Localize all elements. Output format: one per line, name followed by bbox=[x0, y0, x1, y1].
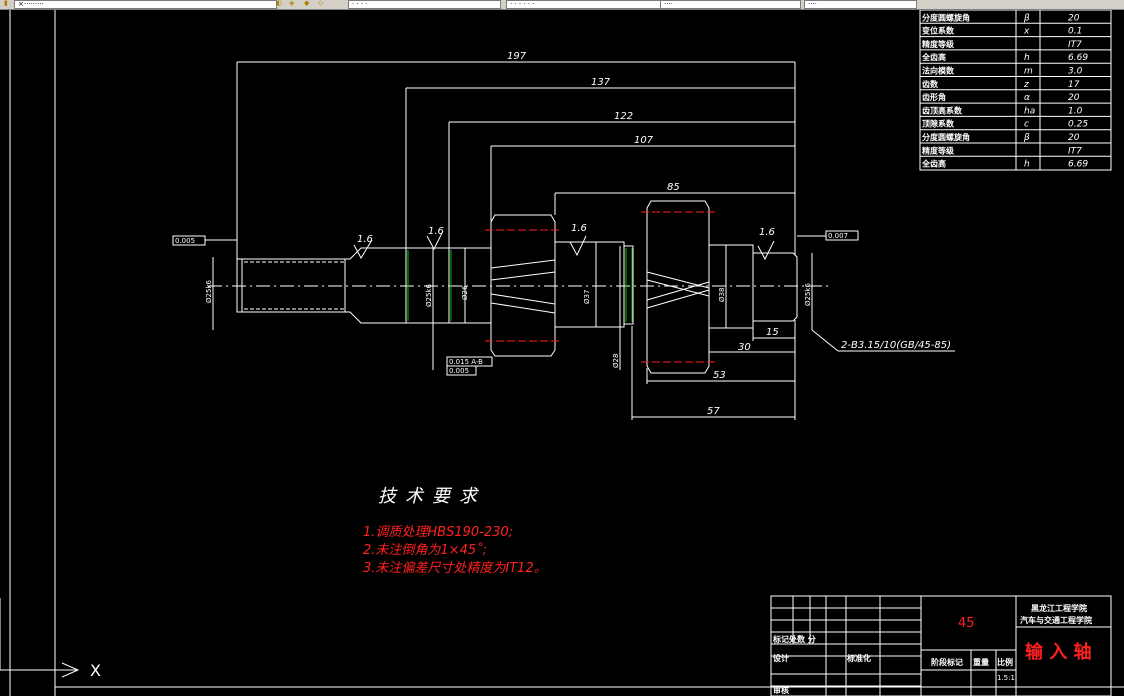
standard-label: 标准化 bbox=[846, 653, 871, 663]
roughness-3: 1.6 bbox=[571, 223, 587, 234]
dia-26: Ø26 bbox=[461, 285, 469, 300]
dia-37: Ø37 bbox=[583, 290, 591, 304]
param-name: 精度等级 bbox=[922, 39, 955, 49]
school-line1: 黑龙江工程学院 bbox=[1031, 603, 1087, 613]
param-name: 法向模数 bbox=[922, 66, 955, 76]
param-value: IT7 bbox=[1068, 40, 1082, 50]
param-symbol: c bbox=[1024, 120, 1029, 130]
review-label: 审核 bbox=[773, 685, 789, 695]
dimension-lines bbox=[212, 61, 955, 420]
param-name: 变位系数 bbox=[922, 26, 955, 36]
param-value: 3.0 bbox=[1068, 67, 1083, 77]
param-symbol: h bbox=[1024, 160, 1030, 170]
material-label: 45 bbox=[958, 616, 975, 631]
param-value: 20 bbox=[1068, 133, 1080, 143]
roughness-4: 1.6 bbox=[759, 227, 775, 238]
drawing-canvas[interactable]: 197 137 122 107 85 57 53 30 15 1.6 1.6 1… bbox=[0, 10, 1124, 696]
param-value: 0.1 bbox=[1068, 27, 1082, 37]
tech-req-2: 2.未注倒角为1×45˚; bbox=[363, 543, 487, 558]
roughness-1: 1.6 bbox=[357, 234, 373, 245]
param-name: 分度圆螺旋角 bbox=[922, 12, 970, 22]
tolerance-mid2: 0.005 bbox=[449, 367, 469, 375]
shaft-outline bbox=[236, 200, 798, 374]
dia-25: Ø25k6 bbox=[425, 284, 433, 307]
dia-28: Ø28 bbox=[612, 354, 620, 368]
ucs-icon bbox=[0, 598, 80, 678]
param-name: 齿顶高系数 bbox=[922, 105, 963, 115]
scale-label: 比例 bbox=[997, 657, 1013, 667]
roughness-symbols bbox=[353, 230, 775, 261]
param-symbol: β bbox=[1023, 13, 1030, 23]
param-name: 精度等级 bbox=[922, 145, 955, 155]
param-name: 全齿高 bbox=[921, 159, 946, 169]
param-value: IT7 bbox=[1068, 146, 1082, 156]
plotstyle-dropdown[interactable]: ···· bbox=[804, 0, 917, 9]
pitch-lines bbox=[485, 211, 716, 363]
gear-parameter-table: 分度圆螺旋角 β 20 变位系数 x 0.1 精度等级 IT7 全齿高 h 6.69 法向模数 m 3.0… bbox=[919, 10, 1112, 171]
layer-prev-icon[interactable]: ◈ bbox=[289, 0, 295, 7]
param-symbol: m bbox=[1024, 67, 1033, 77]
layer-manager-icon[interactable]: ◆ bbox=[304, 0, 310, 7]
param-name: 齿数 bbox=[922, 79, 939, 89]
tolerance-right: 0.007 bbox=[828, 232, 848, 240]
param-name: 齿形角 bbox=[922, 92, 946, 102]
tolerance-mid1: 0.015 A-B bbox=[449, 358, 483, 366]
drawing-frame bbox=[9, 10, 1124, 696]
param-value: 20 bbox=[1068, 93, 1080, 103]
param-symbol: ha bbox=[1024, 106, 1035, 116]
bearing-seat-marks bbox=[407, 248, 633, 322]
dim-30: 30 bbox=[738, 342, 751, 353]
param-name: 顶隙系数 bbox=[922, 119, 955, 129]
dim-122: 122 bbox=[614, 111, 633, 122]
match-layer-icon[interactable]: ◇ bbox=[318, 0, 324, 7]
tolerance-left: 0.005 bbox=[175, 237, 195, 245]
roughness-2: 1.6 bbox=[428, 226, 444, 237]
param-name: 全齿高 bbox=[921, 52, 946, 62]
stage-mark-label: 阶段标记 bbox=[931, 657, 963, 667]
title-block bbox=[770, 595, 1112, 696]
param-symbol: x bbox=[1023, 27, 1030, 37]
dim-197: 197 bbox=[507, 51, 527, 62]
color-dropdown[interactable]: · · · · bbox=[348, 0, 501, 9]
dim-85: 85 bbox=[667, 182, 680, 193]
design-label: 设计 bbox=[773, 653, 789, 663]
lineweight-dropdown[interactable]: ···· bbox=[660, 0, 801, 9]
school-line2: 汽车与交通工程学院 bbox=[1020, 615, 1092, 625]
dim-107: 107 bbox=[634, 135, 654, 146]
ucs-x-label: X bbox=[90, 661, 101, 680]
part-name: 输 入 轴 bbox=[1025, 641, 1092, 663]
param-name: 分度圆螺旋角 bbox=[922, 132, 970, 142]
layer-icon[interactable]: ▮ bbox=[4, 0, 8, 7]
param-value: 17 bbox=[1068, 80, 1080, 90]
param-value: 1.0 bbox=[1068, 106, 1083, 116]
param-value: 6.69 bbox=[1068, 160, 1088, 170]
dim-57: 57 bbox=[707, 406, 720, 417]
cad-toolbar: ▮ ×········· ◐ ◈ ◆ ◇ · · · · · · · · · ·… bbox=[0, 0, 1124, 10]
param-value: 6.69 bbox=[1068, 53, 1088, 63]
scale-value: 1.5:1 bbox=[997, 674, 1015, 682]
param-value: 20 bbox=[1068, 13, 1080, 23]
mark-row: 标记处数 分 bbox=[772, 634, 816, 644]
dia-38: Ø38 bbox=[718, 288, 726, 302]
layer-dropdown[interactable]: ×········· bbox=[14, 0, 277, 9]
dia-right: Ø25k6 bbox=[804, 283, 812, 306]
dim-137: 137 bbox=[591, 77, 611, 88]
param-value: 0.25 bbox=[1068, 120, 1088, 130]
tech-req-3: 3.未注偏差尺寸处精度为IT12。 bbox=[363, 561, 547, 576]
dim-15: 15 bbox=[766, 327, 779, 338]
param-symbol: h bbox=[1024, 53, 1030, 63]
center-hole-note: 2-B3.15/10(GB/45-85) bbox=[841, 340, 951, 351]
layer-state-icon[interactable]: ◐ bbox=[276, 0, 283, 7]
dia-left: Ø25k6 bbox=[205, 280, 213, 303]
tolerance-frames bbox=[172, 230, 859, 376]
param-symbol: z bbox=[1023, 80, 1029, 90]
linetype-dropdown[interactable]: · · · · · · bbox=[506, 0, 661, 9]
param-symbol: β bbox=[1023, 133, 1030, 143]
tech-req-1: 1.调质处理HBS190-230; bbox=[363, 525, 514, 540]
tech-requirements-title: 技术要求 bbox=[378, 486, 486, 507]
param-symbol: α bbox=[1024, 93, 1030, 103]
weight-label: 重量 bbox=[973, 657, 989, 667]
dim-53: 53 bbox=[713, 370, 726, 381]
